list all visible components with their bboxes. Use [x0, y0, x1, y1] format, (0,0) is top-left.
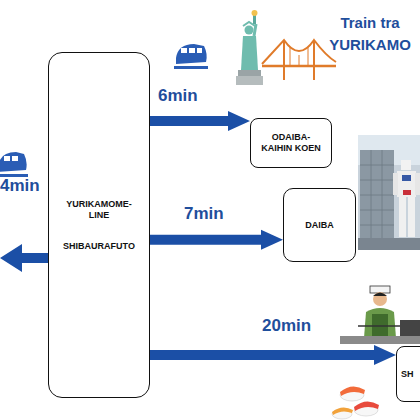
node-text: SH	[401, 369, 420, 380]
travel-time-label: 20min	[262, 316, 311, 336]
route-arrow	[150, 230, 283, 250]
node-text: YURIKAMOME- LINE	[63, 199, 135, 221]
sushi-illustration	[332, 386, 379, 419]
diagram-title: Train tra YURIKAMO	[318, 12, 420, 56]
destination-box: DAIBA	[283, 188, 356, 262]
station-box: YURIKAMOME- LINE SHIBAURAFUTO	[48, 52, 150, 398]
chef-illustration	[340, 286, 420, 344]
gundam-photo	[358, 135, 420, 250]
travel-time-label: 7min	[184, 204, 224, 224]
node-text: DAIBA	[287, 220, 353, 231]
train-icon	[0, 152, 28, 177]
outgoing-arrow	[0, 244, 48, 272]
travel-time-label: 6min	[158, 86, 198, 106]
bridge-illustration	[262, 40, 336, 80]
statue-illustration	[236, 10, 263, 85]
destination-box: ODAIBA- KAIHIN KOEN	[250, 118, 332, 168]
travel-time-label: 4min	[0, 176, 40, 196]
route-arrow	[150, 111, 250, 131]
route-arrow	[150, 345, 396, 365]
train-icon	[174, 44, 208, 69]
node-text: SHIBAURAFUTO	[63, 241, 135, 252]
node-text: ODAIBA- KAIHIN KOEN	[258, 132, 324, 154]
destination-box: SH	[396, 346, 420, 402]
